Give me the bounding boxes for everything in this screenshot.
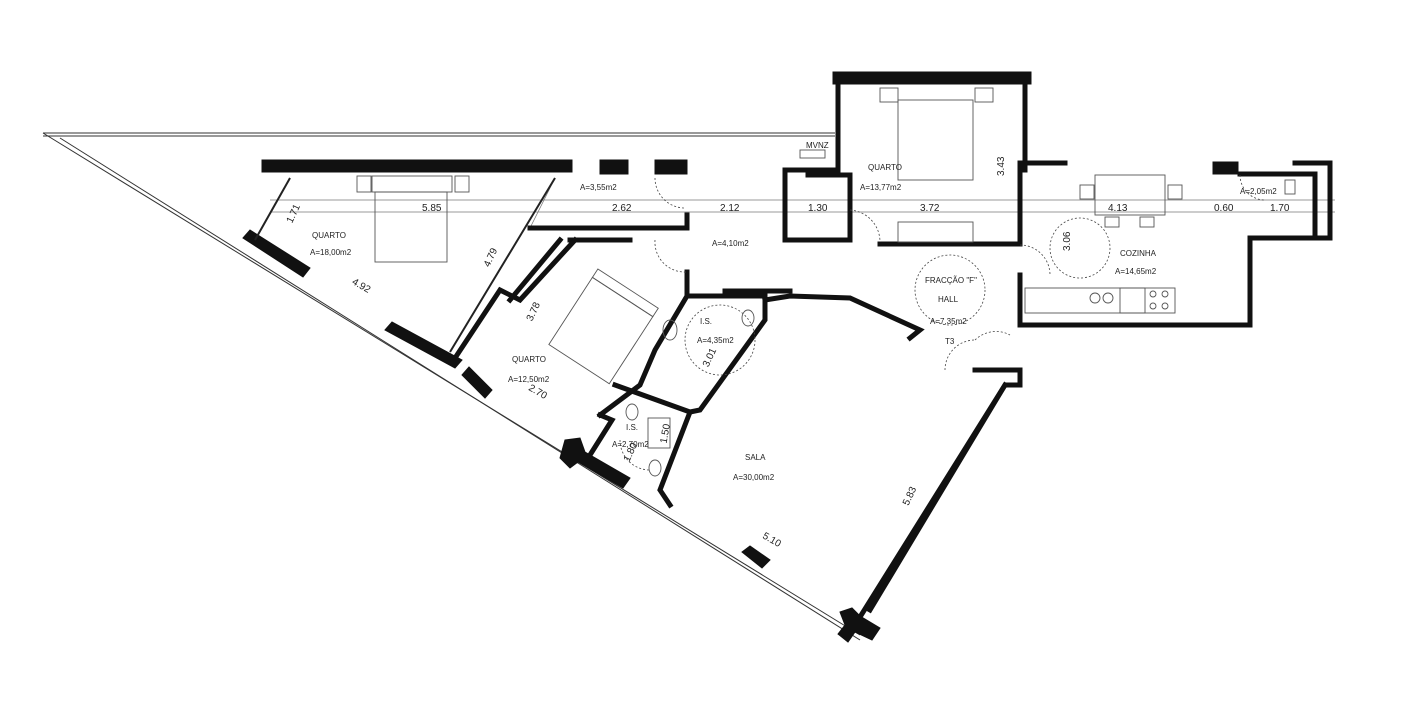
dim-1-71: 1.71 [285,202,303,225]
dim-3-01: 3.01 [701,346,719,369]
dim-1-50: 1.50 [659,423,673,445]
dim-1-30: 1.30 [808,203,828,214]
room-name-ls-lower: I.S. [626,423,638,432]
room-area-hall: A=7,35m2 [930,317,967,326]
dim-1-70: 1.70 [1270,203,1290,214]
room-area-balcony-right: A=2,05m2 [1240,187,1277,196]
room-area-cozinha: A=14,65m2 [1115,267,1157,276]
guide-lines [42,132,1335,641]
dim-3-06: 3.06 [1062,231,1073,251]
dim-5-85: 5.85 [422,203,442,214]
room-area-balcony-top: A=3,55m2 [580,183,617,192]
dim-2-12: 2.12 [720,203,740,214]
room-name-cozinha: COZINHA [1120,249,1157,258]
room-name-ls-upper: I.S. [700,317,712,326]
dim-4-79: 4.79 [482,246,500,269]
walls [242,71,1333,643]
room-name-quarto-mid: QUARTO [512,355,546,364]
room-area-quarto-left: A=18,00m2 [310,248,352,257]
mvnz-label: MVNZ [806,141,829,150]
furniture [356,87,1296,477]
room-area-sala: A=30,00m2 [733,473,775,482]
door-swings [619,174,1266,471]
dim-5-83: 5.83 [901,485,919,508]
typology-label: T3 [945,337,955,346]
dim-4-13: 4.13 [1108,203,1128,214]
room-area-quarto-mid: A=12,50m2 [508,375,550,384]
dim-3-72: 3.72 [920,203,940,214]
dim-2-62: 2.62 [612,203,632,214]
room-name-quarto-left: QUARTO [312,231,346,240]
dim-5-10: 5.10 [760,531,783,550]
dim-2-70: 2.70 [526,383,549,402]
room-name-hall: HALL [938,295,959,304]
dim-4-92: 4.92 [350,277,373,296]
room-area-quarto-top: A=13,77m2 [860,183,902,192]
room-name-quarto-top: QUARTO [868,163,902,172]
room-area-corridor: A=4,10m2 [712,239,749,248]
dim-0-60: 0.60 [1214,203,1234,214]
room-labels: QUARTO A=18,00m2 QUARTO A=12,50m2 QUARTO… [310,141,1277,482]
dim-3-43: 3.43 [996,156,1007,176]
room-name-sala: SALA [745,453,766,462]
fraccao-label: FRACÇÃO "F" [925,276,977,285]
room-area-ls-upper: A=4,35m2 [697,336,734,345]
room-area-ls-lower: A=2,70m2 [612,440,649,449]
dim-3-78: 3.78 [525,300,543,323]
